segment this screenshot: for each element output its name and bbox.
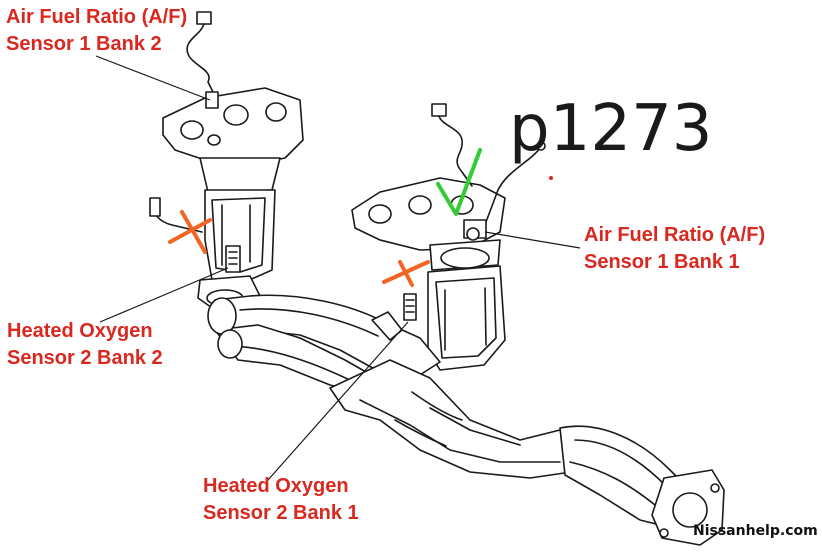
label-line: Sensor 2 Bank 2 bbox=[7, 347, 163, 369]
label-ho2-sensor-bank2: Heated Oxygen Sensor 2 Bank 2 bbox=[7, 318, 163, 372]
cross-mark-bank1 bbox=[382, 260, 430, 287]
label-line: Heated Oxygen bbox=[7, 320, 153, 342]
label-ho2-sensor-bank1: Heated Oxygen Sensor 2 Bank 1 bbox=[203, 473, 359, 527]
bank2-exhaust-manifold bbox=[162, 87, 304, 311]
check-mark bbox=[436, 148, 482, 216]
red-dot bbox=[549, 176, 553, 180]
label-af-sensor-bank1: Air Fuel Ratio (A/F) Sensor 1 Bank 1 bbox=[584, 222, 765, 276]
bank1-exhaust-manifold bbox=[351, 177, 506, 371]
trouble-code: p1273 bbox=[509, 92, 713, 166]
leader-af-bank2 bbox=[95, 55, 211, 101]
front-y-pipe bbox=[207, 294, 441, 396]
center-pipe bbox=[329, 359, 591, 479]
label-line: Air Fuel Ratio (A/F) bbox=[584, 224, 766, 246]
ho2-sensor-bank2 bbox=[149, 197, 241, 273]
watermark: Nissanhelp.com bbox=[693, 523, 818, 539]
label-line: Sensor 2 Bank 1 bbox=[203, 502, 359, 524]
af-sensor-bank2 bbox=[186, 11, 219, 109]
label-line: Air Fuel Ratio (A/F) bbox=[6, 6, 188, 28]
label-line: Sensor 1 Bank 1 bbox=[584, 251, 740, 273]
leader-af-bank1 bbox=[484, 231, 581, 249]
ho2-sensor-bank1 bbox=[403, 293, 417, 321]
leader-ho2-bank1 bbox=[267, 321, 409, 481]
label-line: Sensor 1 Bank 2 bbox=[6, 33, 162, 55]
label-af-sensor-bank2: Air Fuel Ratio (A/F) Sensor 1 Bank 2 bbox=[6, 4, 187, 58]
af-sensor-bank1 bbox=[431, 103, 546, 241]
leader-ho2-bank2 bbox=[99, 267, 229, 323]
cross-mark-bank2 bbox=[168, 210, 212, 254]
rear-flange bbox=[651, 469, 725, 546]
label-line: Heated Oxygen bbox=[203, 475, 349, 497]
